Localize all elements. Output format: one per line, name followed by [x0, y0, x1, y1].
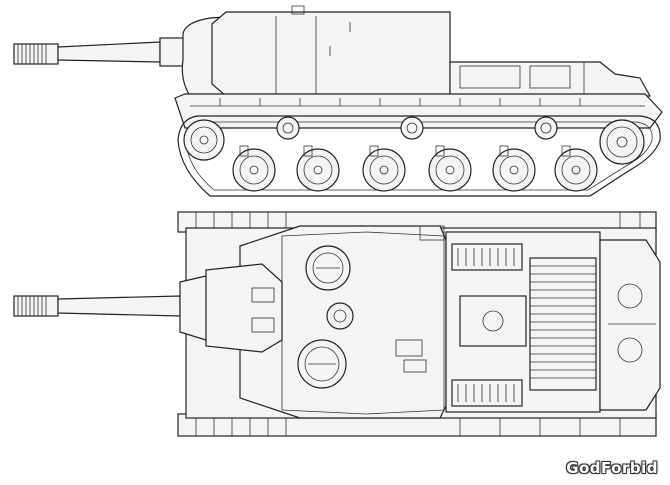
top-loader-hatch	[297, 339, 347, 389]
side-gun	[13, 37, 187, 67]
top-grille-upper	[451, 243, 523, 271]
side-idler-wheel	[183, 119, 225, 161]
side-road-wheels	[232, 148, 598, 192]
top-commander-hatch	[305, 245, 351, 291]
side-muzzle-brake	[13, 43, 59, 65]
top-grille-lower	[451, 379, 523, 407]
top-gun-barrel	[57, 295, 181, 317]
top-view	[13, 211, 661, 437]
side-track	[177, 115, 661, 197]
top-radiator-louvres	[529, 257, 597, 391]
top-rear-plate	[599, 239, 661, 411]
side-gun-cradle	[159, 37, 187, 67]
side-return-rollers	[276, 116, 558, 140]
top-engine-hatch	[459, 295, 527, 347]
watermark-text: GodForbid	[566, 459, 658, 477]
top-muzzle-brake	[13, 295, 59, 317]
top-vent-dome	[326, 302, 354, 330]
side-gun-barrel	[57, 41, 161, 63]
side-superstructure	[211, 11, 451, 97]
side-engine-deck	[449, 61, 652, 97]
top-mantlet	[205, 263, 283, 353]
side-view	[13, 5, 663, 197]
top-gun	[13, 275, 213, 341]
side-drive-sprocket	[599, 119, 645, 165]
